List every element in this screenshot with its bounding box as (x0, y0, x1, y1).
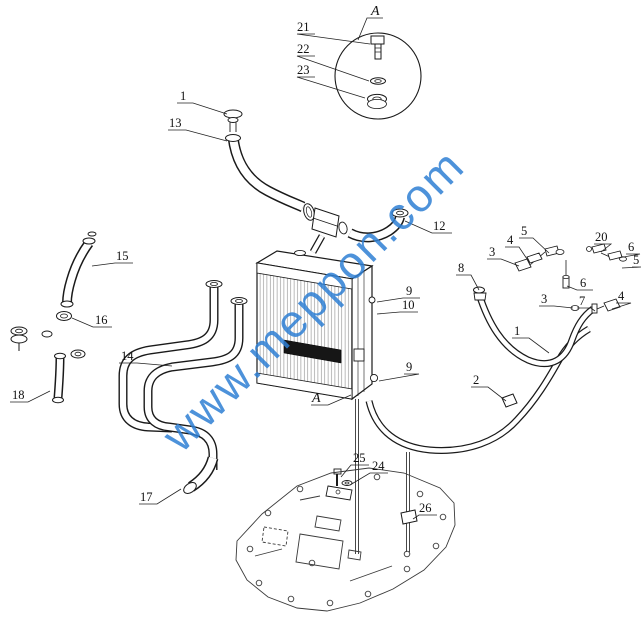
callout-labels: 21 22 23 A 1 13 12 15 16 14 18 17 9 10 8… (12, 4, 639, 515)
base-plate-holes (246, 473, 447, 607)
upper-left-hose (225, 134, 306, 213)
callout-21: 21 (297, 20, 310, 34)
fitting-20 (591, 243, 607, 254)
right-hose-assembly (365, 286, 596, 454)
callout-9b: 9 (406, 360, 412, 374)
pipe-b (143, 303, 244, 470)
callout-9: 9 (406, 284, 412, 298)
base-plate-outline (235, 467, 456, 612)
callout-6b: 6 (580, 276, 586, 290)
callout-22: 22 (297, 42, 310, 56)
detail-view-a (334, 32, 422, 120)
callout-23: 23 (297, 63, 310, 77)
right-fittings-cluster (514, 243, 627, 314)
callout-7: 7 (579, 294, 585, 308)
callout-16: 16 (95, 313, 108, 327)
callout-3b: 3 (541, 292, 547, 306)
filler-neck (294, 249, 306, 257)
washer-part (370, 77, 386, 85)
hose-clamp-ring-inner (305, 206, 313, 218)
gasket-part (367, 93, 387, 110)
callout-15: 15 (116, 249, 129, 263)
callout-8: 8 (458, 261, 464, 275)
connector-block (309, 207, 348, 254)
callout-3a: 3 (489, 245, 495, 259)
callout-26: 26 (419, 501, 432, 515)
callout-4a: 4 (507, 233, 514, 247)
plug-part (370, 35, 385, 60)
callout-18: 18 (12, 388, 25, 402)
fitting-4a (526, 252, 543, 264)
core-dark-band (283, 339, 342, 364)
detail-circle (334, 32, 422, 120)
side-bracket (353, 348, 365, 362)
drain-fitting (369, 373, 379, 383)
callout-1b: 1 (514, 324, 520, 338)
callout-17: 17 (140, 490, 153, 504)
radiator-side-face (351, 264, 373, 401)
callout-10: 10 (402, 298, 415, 312)
radiator-top-tank (256, 262, 353, 290)
callout-2: 2 (473, 373, 479, 387)
callout-6a: 6 (628, 240, 634, 254)
side-fitting (368, 296, 376, 304)
callout-13: 13 (169, 116, 182, 130)
callout-24: 24 (372, 459, 385, 473)
callout-12: 12 (433, 219, 446, 233)
hose-1 (365, 325, 591, 454)
left-elbow-parts (10, 231, 97, 404)
callout-4b: 4 (618, 289, 625, 303)
callout-5a: 5 (521, 224, 527, 238)
clamp-26 (400, 509, 418, 525)
callout-14: 14 (121, 349, 134, 363)
clamp-2 (501, 393, 518, 408)
radiator-bottom-tank (256, 372, 353, 400)
bottom-fittings (325, 468, 353, 501)
leader-lines (10, 17, 642, 520)
upper-hose-assembly (223, 109, 409, 254)
left-pipe-assembly (118, 280, 248, 494)
callout-1: 1 (180, 89, 186, 103)
bolt-7 (591, 303, 598, 314)
callout-25: 25 (353, 451, 366, 465)
fitting-3a (514, 258, 532, 272)
callout-5b: 5 (633, 253, 639, 267)
radiator (255, 249, 379, 401)
callout-detail-a: A (370, 4, 380, 19)
base-plate (235, 467, 456, 612)
callout-ref-a: A (311, 391, 321, 406)
upper-right-hose (347, 208, 409, 243)
callout-20: 20 (595, 230, 608, 244)
down-pipes (355, 399, 418, 554)
cap-fitting (223, 109, 243, 132)
